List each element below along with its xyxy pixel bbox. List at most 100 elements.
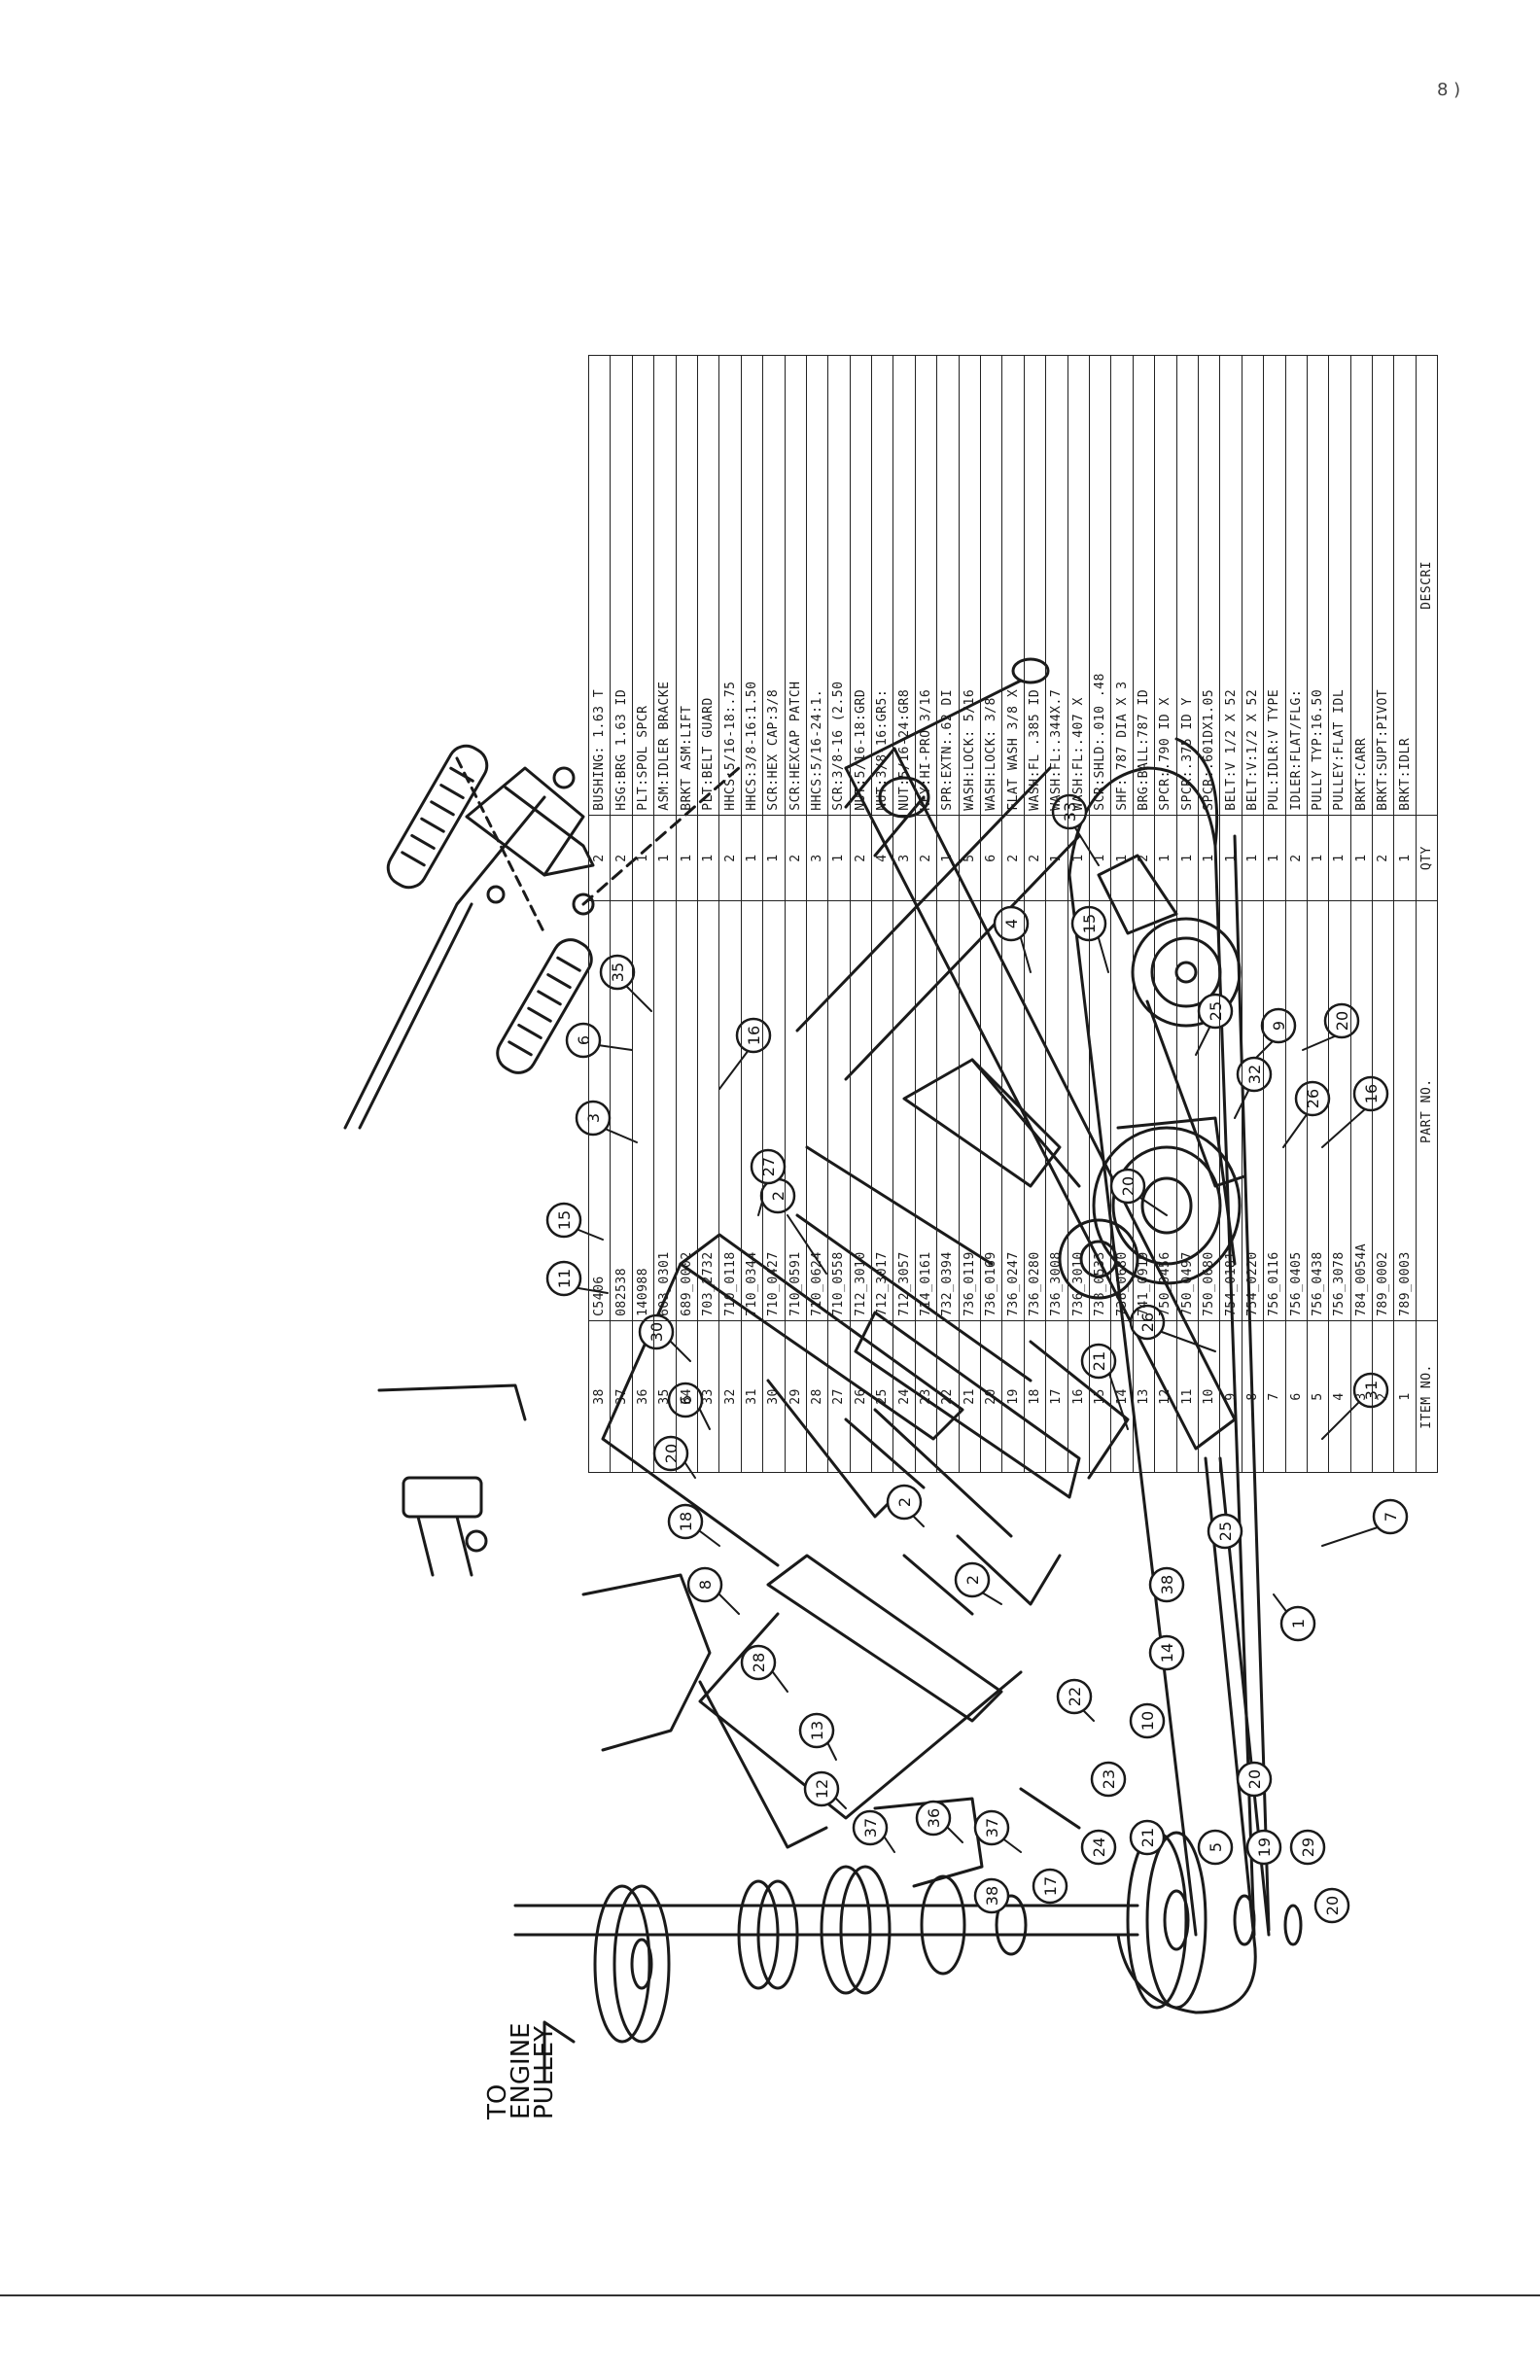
callout-21: 21	[1080, 1343, 1117, 1380]
callout-circle	[1080, 1343, 1117, 1380]
callout-circle	[545, 1202, 582, 1239]
cell-qty: 2	[1024, 815, 1046, 901]
callout-circle	[1289, 1829, 1326, 1866]
cell-part-no: 741_0919	[1133, 900, 1155, 1321]
callout-number: 38	[1158, 1575, 1176, 1594]
cell-qty: 1	[762, 815, 786, 901]
cell-description: SHF:.787 DIA X 3	[1110, 355, 1134, 816]
cell-qty: 6	[980, 815, 1002, 901]
cell-item-no: 18	[1024, 1320, 1046, 1473]
cell-part-no: 738_0680	[1110, 900, 1134, 1321]
cell-item-no: 23	[915, 1320, 937, 1473]
callout-number: 30	[648, 1322, 666, 1342]
callout-circle	[1352, 1075, 1389, 1112]
callout-18: 18	[667, 1503, 704, 1540]
callout-number: 10	[1138, 1711, 1157, 1731]
page-bottom-rule	[0, 2294, 1540, 2296]
cell-item-no: 19	[1001, 1320, 1025, 1473]
cell-item-no: 21	[959, 1320, 981, 1473]
callout-circle	[1245, 1829, 1282, 1866]
callout-38: 38	[1148, 1566, 1185, 1603]
cell-description: KEY:HI-PRO 3/16	[915, 355, 937, 816]
callout-number: 6	[575, 1035, 593, 1045]
callout-31: 31	[1352, 1372, 1389, 1409]
cell-item-no: 22	[936, 1320, 960, 1473]
callout-5: 5	[1197, 1829, 1234, 1866]
callout-35: 35	[599, 954, 636, 991]
callout-number: 8	[696, 1580, 715, 1590]
callout-20: 20	[1109, 1168, 1146, 1205]
callout-number: 29	[1299, 1838, 1317, 1857]
cell-part-no: C5406	[588, 900, 611, 1321]
callout-circle	[1129, 1304, 1166, 1341]
callout-3: 3	[575, 1100, 612, 1137]
callout-number: 3	[584, 1113, 603, 1123]
cell-qty: 2	[588, 815, 611, 901]
cell-qty: 1	[1393, 815, 1417, 901]
cell-description: SPR:EXTN:.62 DI	[936, 355, 960, 816]
callout-number: 21	[1090, 1351, 1108, 1371]
callout-38: 38	[973, 1877, 1010, 1914]
callout-circle	[798, 1712, 835, 1749]
cell-item-no: 25	[871, 1320, 893, 1473]
cell-item-no: 7	[1263, 1320, 1285, 1473]
axle-tube	[795, 657, 1081, 1081]
callout-4: 4	[993, 905, 1030, 942]
callout-number: 22	[1066, 1687, 1084, 1706]
callout-number: 23	[1100, 1769, 1118, 1789]
callout-circle	[1197, 993, 1234, 1030]
cell-description: BUSHING: 1.63 T	[588, 355, 611, 816]
cell-part-no: 710_0558	[827, 900, 851, 1321]
cell-description: BRG:BALL:787 ID	[1133, 355, 1155, 816]
cell-description: HSG:BRG 1.63 ID	[610, 355, 633, 816]
cell-qty: 3	[892, 815, 916, 901]
callout-circle	[1313, 1887, 1350, 1924]
callout-circle	[740, 1644, 777, 1681]
cell-part-no: 710_0427	[762, 900, 786, 1321]
cell-qty: 1	[697, 815, 719, 901]
cell-item-no: 33	[697, 1320, 719, 1473]
callout-circle	[1279, 1605, 1316, 1642]
cell-qty: 1	[1328, 815, 1351, 901]
callout-number: 20	[1119, 1176, 1138, 1196]
callout-circle	[954, 1561, 991, 1598]
callout-circle	[652, 1435, 689, 1472]
callout-30: 30	[638, 1313, 675, 1350]
cell-description: BRKT ASM:LIFT	[676, 355, 698, 816]
cell-part-no: 140988	[632, 900, 654, 1321]
callout-circle	[1090, 1761, 1127, 1798]
callout-circle	[667, 1503, 704, 1540]
callout-circle	[1207, 1513, 1243, 1550]
cell-description: BELT:V 1/2 X 52	[1219, 355, 1242, 816]
callout-7: 7	[1372, 1498, 1409, 1535]
cell-description: PLT:SPOL SPCR	[632, 355, 654, 816]
cell-part-no: 703_2732	[697, 900, 719, 1321]
callout-9: 9	[1260, 1007, 1297, 1044]
cell-description: WASH:FL:.344X.7	[1045, 355, 1068, 816]
cell-description: PLT:BELT GUARD	[697, 355, 719, 816]
callout-circle	[1148, 1566, 1185, 1603]
cell-description: NUT:3/8-16:GR5:	[871, 355, 893, 816]
cell-description: WASH:FL .385 ID	[1024, 355, 1046, 816]
callout-14: 14	[1148, 1634, 1185, 1671]
callout-circle	[973, 1809, 1010, 1846]
cell-description: WASH:LOCK: 3/8	[980, 355, 1002, 816]
callout-6: 6	[565, 1022, 602, 1059]
cell-part-no: 710_0118	[718, 900, 742, 1321]
cell-item-no: 24	[892, 1320, 916, 1473]
cell-description: PUL:IDLR:V TYPE	[1263, 355, 1285, 816]
cell-qty: 1	[676, 815, 698, 901]
cell-description: FLAT WASH 3/8 X	[1001, 355, 1025, 816]
callout-number: 26	[1304, 1089, 1322, 1108]
cell-item-no: 8	[1242, 1320, 1264, 1473]
